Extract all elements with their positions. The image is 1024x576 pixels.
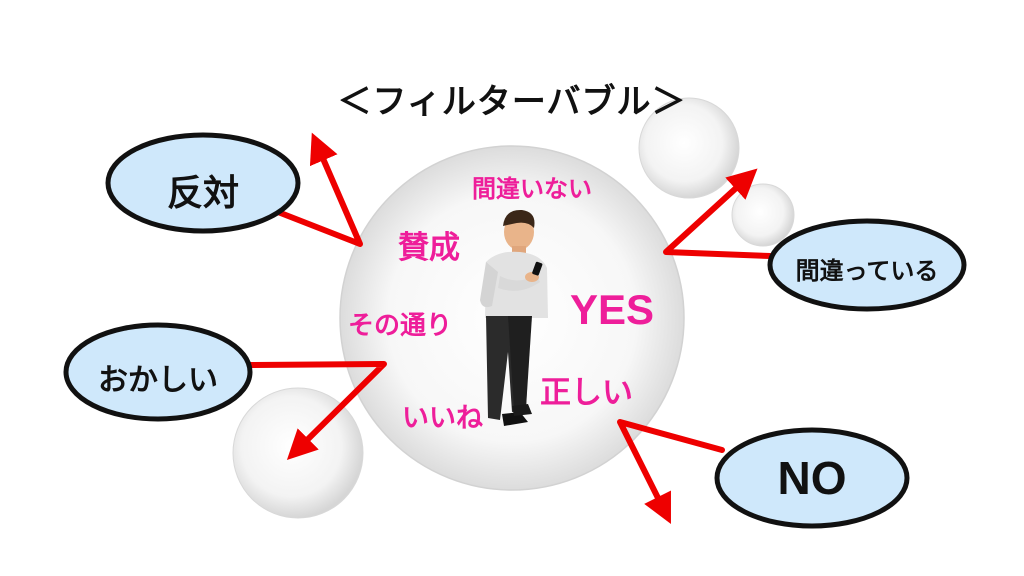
word-iine: いいね: [402, 403, 483, 434]
label-hantai: 反対: [166, 173, 239, 214]
red-arrows: [245, 132, 773, 524]
arrow-no: [617, 419, 725, 524]
person-icon: [480, 209, 548, 426]
word-sono-toori: その通り: [348, 311, 453, 341]
oval-hantai: [105, 132, 301, 234]
label-okashii: おかしい: [98, 363, 218, 398]
arrow-hantai: [275, 132, 363, 247]
oval-machigatte-iru: [767, 218, 967, 312]
oval-no: [714, 427, 910, 529]
diagram-title: ＜フィルターバブル＞: [337, 82, 687, 122]
small-bubble-right: [731, 183, 795, 247]
word-tadashii: 正しい: [540, 375, 633, 411]
arrow-okashii: [245, 361, 387, 460]
small-bubble-top-right: [638, 97, 740, 199]
word-sansei: 賛成: [398, 230, 460, 266]
label-machigatte-iru: 間違っている: [795, 257, 939, 285]
oval-okashii: [63, 322, 253, 422]
arrow-machigatte-iru: [663, 168, 773, 259]
word-yes: YES: [570, 286, 655, 333]
word-machigai-nai: 間違いない: [472, 175, 592, 203]
label-no: NO: [777, 452, 847, 504]
